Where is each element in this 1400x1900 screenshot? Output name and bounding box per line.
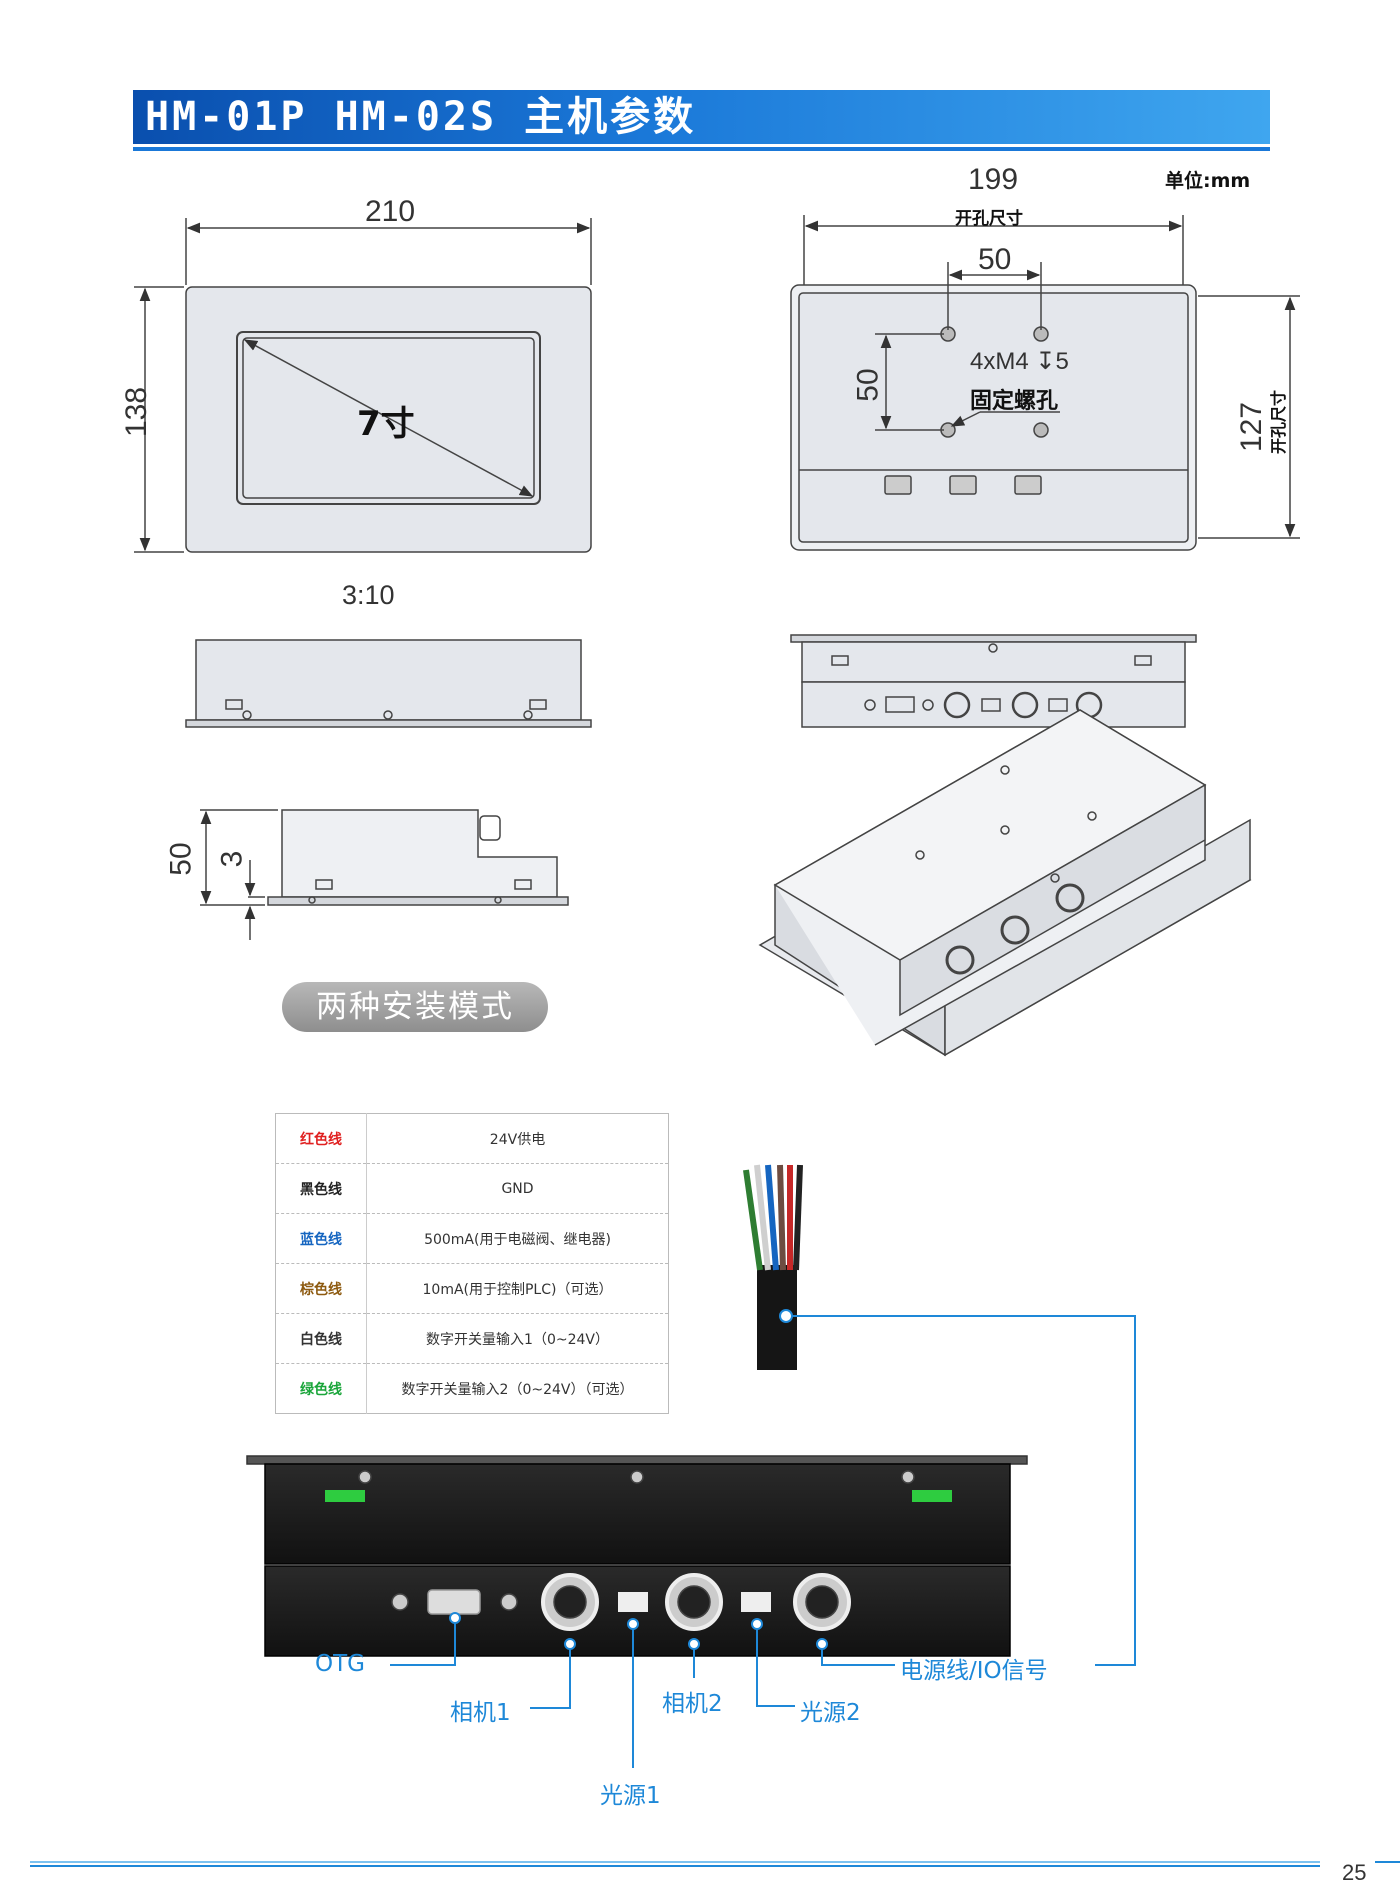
wire-description: GND xyxy=(366,1163,669,1214)
hole-spacing-h: 50 xyxy=(978,243,1012,276)
callout-lines xyxy=(390,1309,1136,1768)
power-cable xyxy=(743,1164,803,1370)
table-row: 蓝色线 500mA(用于电磁阀、继电器) xyxy=(275,1213,669,1264)
profile-view xyxy=(200,809,569,940)
page-number: 25 xyxy=(1342,1860,1367,1885)
table-row: 黑色线 GND xyxy=(275,1163,669,1214)
front-height-dim: 138 xyxy=(120,386,154,438)
back-view xyxy=(790,215,1300,551)
back-width-dim: 199 xyxy=(968,163,1019,196)
label-light1: 光源1 xyxy=(600,1783,661,1809)
isometric-view xyxy=(758,709,1252,1057)
back-height-caption: 开孔尺寸 xyxy=(1269,389,1289,455)
screw-spec: 4xM4 ↧5 xyxy=(970,348,1069,375)
depth-dim: 50 xyxy=(164,842,198,876)
wire-color-name: 棕色线 xyxy=(275,1263,367,1314)
wire-description: 500mA(用于电磁阀、继电器) xyxy=(366,1213,669,1264)
flange-dim: 3 xyxy=(215,850,249,868)
table-row: 绿色线 数字开关量输入2（0~24V）（可选） xyxy=(275,1363,669,1414)
wire-color-name: 黑色线 xyxy=(275,1163,367,1214)
wire-color-table: 红色线 24V供电 黑色线 GND 蓝色线 500mA(用于电磁阀、继电器) 棕… xyxy=(275,1113,669,1414)
unit-label: 单位:mm xyxy=(1165,170,1251,192)
wire-description: 数字开关量输入1（0~24V） xyxy=(366,1313,669,1364)
page-title: HM-01P HM-02S 主机参数 xyxy=(145,94,697,140)
header-bar xyxy=(133,90,1270,144)
side-view-bottom xyxy=(185,639,592,728)
back-height-dim: 127 xyxy=(1235,401,1269,453)
wire-color-name: 白色线 xyxy=(275,1313,367,1364)
wire-description: 数字开关量输入2（0~24V）（可选） xyxy=(366,1363,669,1414)
side-view-ports xyxy=(790,634,1197,728)
front-width-dim: 210 xyxy=(365,195,416,228)
wire-color-name: 蓝色线 xyxy=(275,1213,367,1264)
wire-color-name: 绿色线 xyxy=(275,1363,367,1414)
device-bottom-panel xyxy=(246,1455,1028,1657)
label-camera1: 相机1 xyxy=(450,1700,511,1726)
front-view xyxy=(134,218,592,553)
back-width-caption: 开孔尺寸 xyxy=(955,209,1023,229)
label-otg: OTG xyxy=(315,1651,365,1677)
table-row: 棕色线 10mA(用于控制PLC)（可选） xyxy=(275,1263,669,1314)
screen-size-label: 7寸 xyxy=(357,404,415,444)
header-underline xyxy=(133,147,1270,151)
wire-description: 10mA(用于控制PLC)（可选） xyxy=(366,1263,669,1314)
hole-spacing-v: 50 xyxy=(851,368,885,402)
label-camera2: 相机2 xyxy=(662,1691,723,1717)
scale-label: 3:10 xyxy=(342,580,395,610)
wire-description: 24V供电 xyxy=(366,1113,669,1164)
label-power-io: 电源线/IO信号 xyxy=(900,1658,1048,1684)
table-row: 红色线 24V供电 xyxy=(275,1113,669,1164)
wire-color-name: 红色线 xyxy=(275,1113,367,1164)
label-light2: 光源2 xyxy=(800,1700,861,1726)
screw-caption: 固定螺孔 xyxy=(970,389,1059,414)
mounting-modes-pill: 两种安装模式 xyxy=(282,982,548,1032)
table-row: 白色线 数字开关量输入1（0~24V） xyxy=(275,1313,669,1364)
